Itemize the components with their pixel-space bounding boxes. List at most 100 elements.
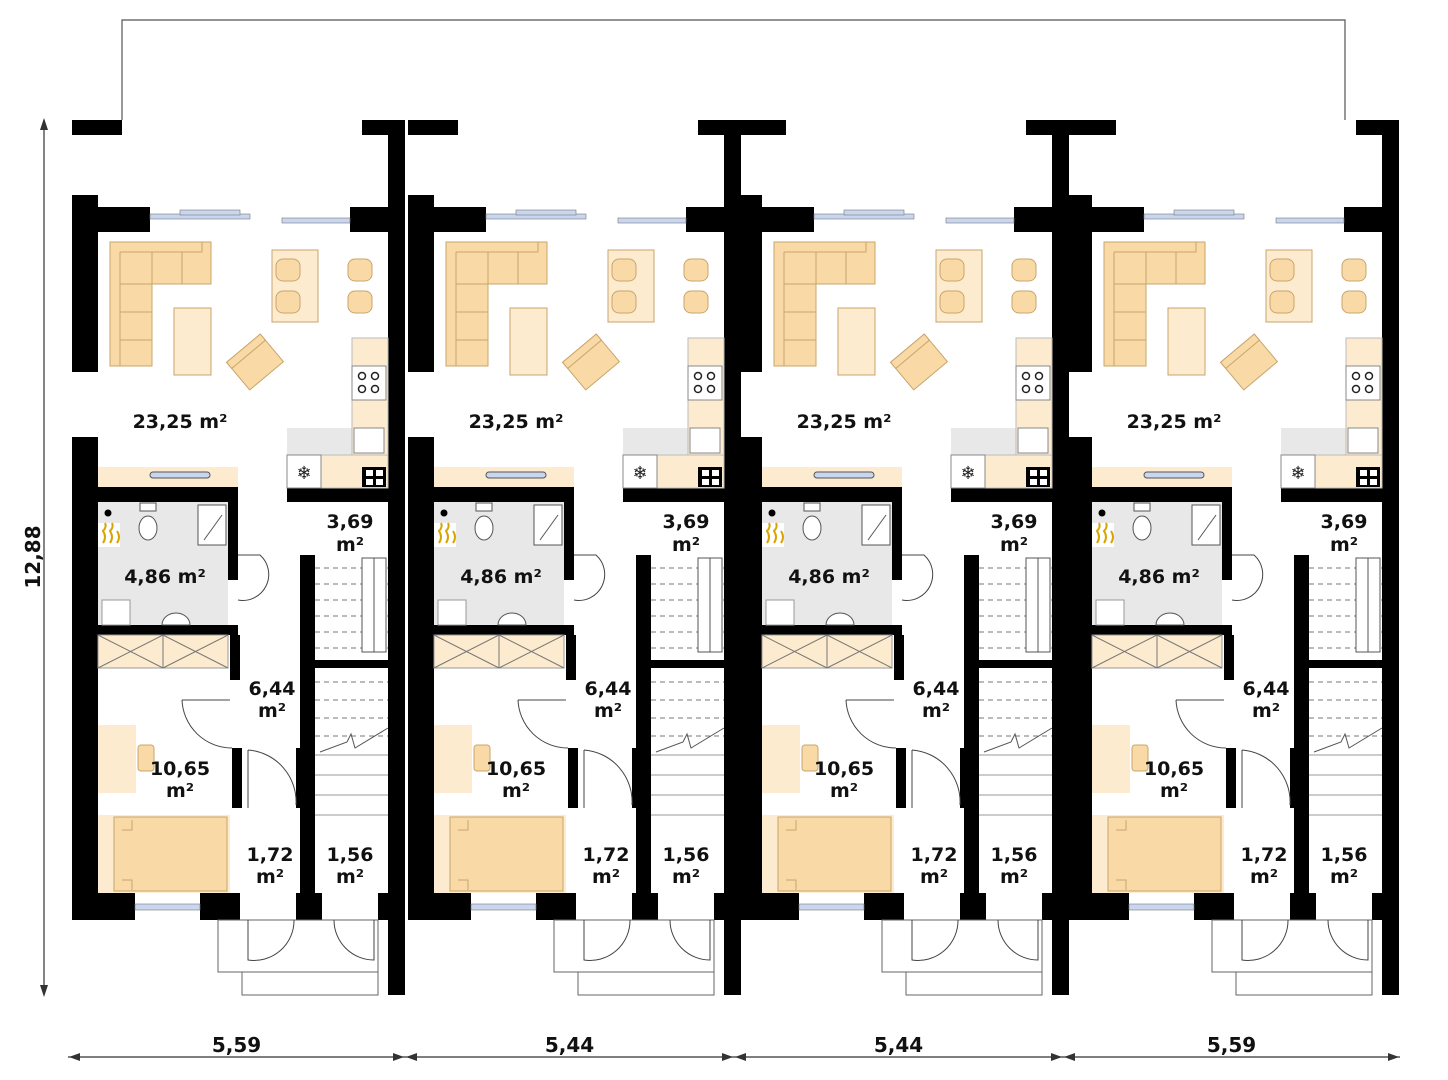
room-area-hall: 6,44 bbox=[585, 678, 632, 700]
area-unit-label: m² bbox=[920, 866, 948, 888]
dimension-arrow bbox=[406, 1053, 733, 1061]
unit-width-label: 5,44 bbox=[874, 1033, 923, 1057]
window-icon bbox=[798, 209, 1015, 911]
armchair-icon bbox=[225, 333, 285, 391]
bed-icon bbox=[1092, 815, 1224, 893]
area-unit-label: m² bbox=[1000, 534, 1028, 556]
area-unit-label: m² bbox=[256, 866, 284, 888]
room-area-storage: 1,56 bbox=[663, 844, 710, 866]
tv bbox=[813, 471, 875, 479]
wardrobe-icon bbox=[761, 634, 893, 669]
dimension-arrow bbox=[69, 1053, 404, 1061]
svg-text:❄: ❄ bbox=[960, 463, 975, 484]
bathroom bbox=[1092, 502, 1264, 626]
area-unit-label: m² bbox=[1330, 866, 1358, 888]
room-area-living: 23,25 m² bbox=[469, 411, 564, 433]
room-area-storage: 1,56 bbox=[327, 844, 374, 866]
room-area-vestibule: 1,72 bbox=[1241, 844, 1288, 866]
desk-icon bbox=[762, 725, 819, 793]
room-area-living: 23,25 m² bbox=[133, 411, 228, 433]
fridge-icon: ❄ bbox=[286, 454, 322, 489]
tv bbox=[485, 471, 547, 479]
door-icon bbox=[247, 749, 297, 808]
wardrobe-icon bbox=[1091, 634, 1223, 669]
coffee-table bbox=[173, 307, 212, 376]
unit-2: ❄ bbox=[408, 120, 741, 996]
stove-icon bbox=[1345, 365, 1381, 401]
room-area-storage: 1,56 bbox=[1321, 844, 1368, 866]
kitchen-counter: ❄ bbox=[1280, 337, 1383, 489]
bed-icon bbox=[98, 815, 230, 893]
walls bbox=[1066, 120, 1399, 995]
unit-3: ❄ bbox=[736, 120, 1069, 996]
walls bbox=[736, 120, 1069, 995]
boiler-icon bbox=[1092, 523, 1114, 547]
unit-width-label: 5,44 bbox=[545, 1033, 594, 1057]
room-area-living: 23,25 m² bbox=[1127, 411, 1222, 433]
sink-icon bbox=[1017, 427, 1049, 454]
door-icon bbox=[583, 749, 633, 808]
room-area-bedroom: 10,65 bbox=[814, 758, 874, 780]
window-icon bbox=[134, 209, 351, 911]
shower-icon bbox=[1191, 504, 1221, 546]
dimension-arrow bbox=[1064, 1053, 1399, 1061]
area-unit-label: m² bbox=[594, 700, 622, 722]
tv bbox=[1143, 471, 1205, 479]
sink-icon bbox=[1347, 427, 1379, 454]
room-area-bathroom: 4,86 m² bbox=[788, 566, 870, 588]
room-area-bathroom: 4,86 m² bbox=[124, 566, 206, 588]
door-icon bbox=[911, 749, 961, 808]
toilet-icon bbox=[802, 515, 822, 541]
unit-width-label: 5,59 bbox=[212, 1033, 261, 1057]
stairs-icon bbox=[651, 557, 725, 816]
room-area-hall: 6,44 bbox=[249, 678, 296, 700]
sofa-icon bbox=[109, 241, 212, 367]
area-unit-label: m² bbox=[258, 700, 286, 722]
stove-icon bbox=[351, 365, 387, 401]
svg-text:❄: ❄ bbox=[296, 463, 311, 484]
porch bbox=[553, 919, 715, 996]
area-unit-label: m² bbox=[1252, 700, 1280, 722]
area-unit-label: m² bbox=[1330, 534, 1358, 556]
area-unit-label: m² bbox=[336, 534, 364, 556]
window-icon bbox=[470, 209, 687, 911]
room-area-hall: 6,44 bbox=[913, 678, 960, 700]
boiler-icon bbox=[434, 523, 456, 547]
room-area-bedroom: 10,65 bbox=[1144, 758, 1204, 780]
shower-icon bbox=[533, 504, 563, 546]
svg-text:❄: ❄ bbox=[632, 463, 647, 484]
coffee-table bbox=[1167, 307, 1206, 376]
kitchen-counter: ❄ bbox=[286, 337, 389, 489]
fridge-icon: ❄ bbox=[950, 454, 986, 489]
bathroom bbox=[762, 502, 934, 626]
desk-icon bbox=[434, 725, 491, 793]
room-area-storage: 1,56 bbox=[991, 844, 1038, 866]
area-unit-label: m² bbox=[1160, 780, 1188, 802]
bathroom bbox=[434, 502, 606, 626]
area-unit-label: m² bbox=[336, 866, 364, 888]
coffee-table bbox=[837, 307, 876, 376]
sofa-icon bbox=[1103, 241, 1206, 367]
dining-table-icon bbox=[1265, 249, 1367, 323]
overall-depth-label: 12,88 bbox=[21, 525, 45, 588]
area-unit-label: m² bbox=[830, 780, 858, 802]
room-area-pantry: 3,69 bbox=[991, 511, 1038, 533]
unit-1: ❄ bbox=[72, 120, 405, 996]
door-icon bbox=[181, 699, 233, 749]
stove-icon bbox=[1015, 365, 1051, 401]
porch bbox=[881, 919, 1043, 996]
area-unit-label: m² bbox=[1000, 866, 1028, 888]
wardrobe-icon bbox=[97, 634, 229, 669]
door-icon bbox=[1175, 699, 1227, 749]
shower-icon bbox=[197, 504, 227, 546]
tv bbox=[149, 471, 211, 479]
desk-icon bbox=[1092, 725, 1149, 793]
room-area-vestibule: 1,72 bbox=[583, 844, 630, 866]
dining-table-icon bbox=[271, 249, 373, 323]
terrace-outline bbox=[121, 19, 1346, 120]
door-icon bbox=[517, 699, 569, 749]
room-area-pantry: 3,69 bbox=[1321, 511, 1368, 533]
area-unit-label: m² bbox=[672, 866, 700, 888]
area-unit-label: m² bbox=[502, 780, 530, 802]
